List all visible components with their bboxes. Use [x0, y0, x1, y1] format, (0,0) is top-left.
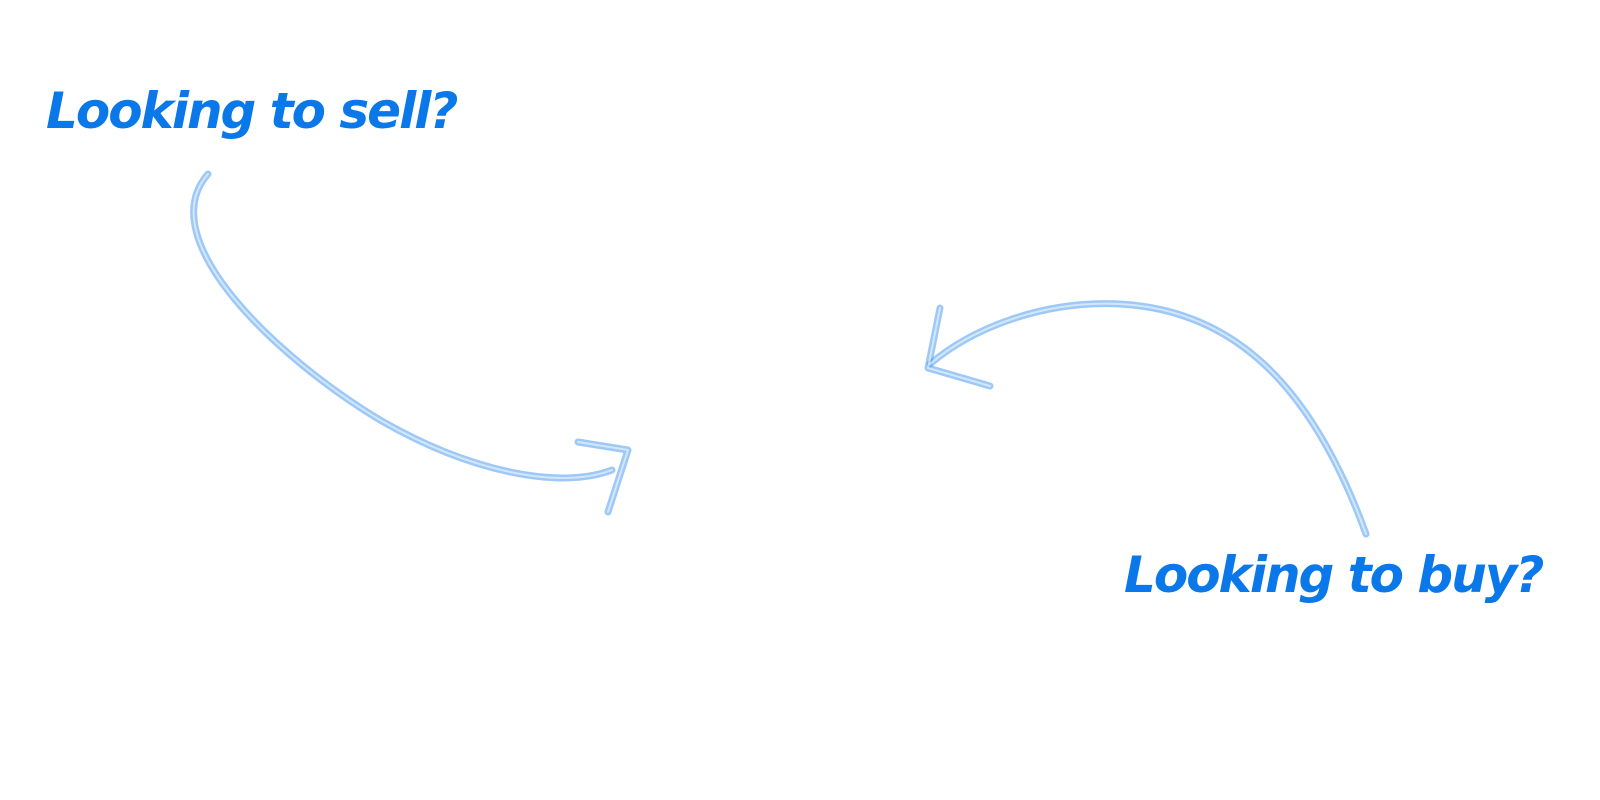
buy-heading: Looking to buy?	[1124, 546, 1544, 604]
sell-heading: Looking to sell?	[46, 82, 458, 140]
buy-arrow-icon	[924, 300, 1370, 538]
sell-arrow-icon	[190, 170, 632, 516]
